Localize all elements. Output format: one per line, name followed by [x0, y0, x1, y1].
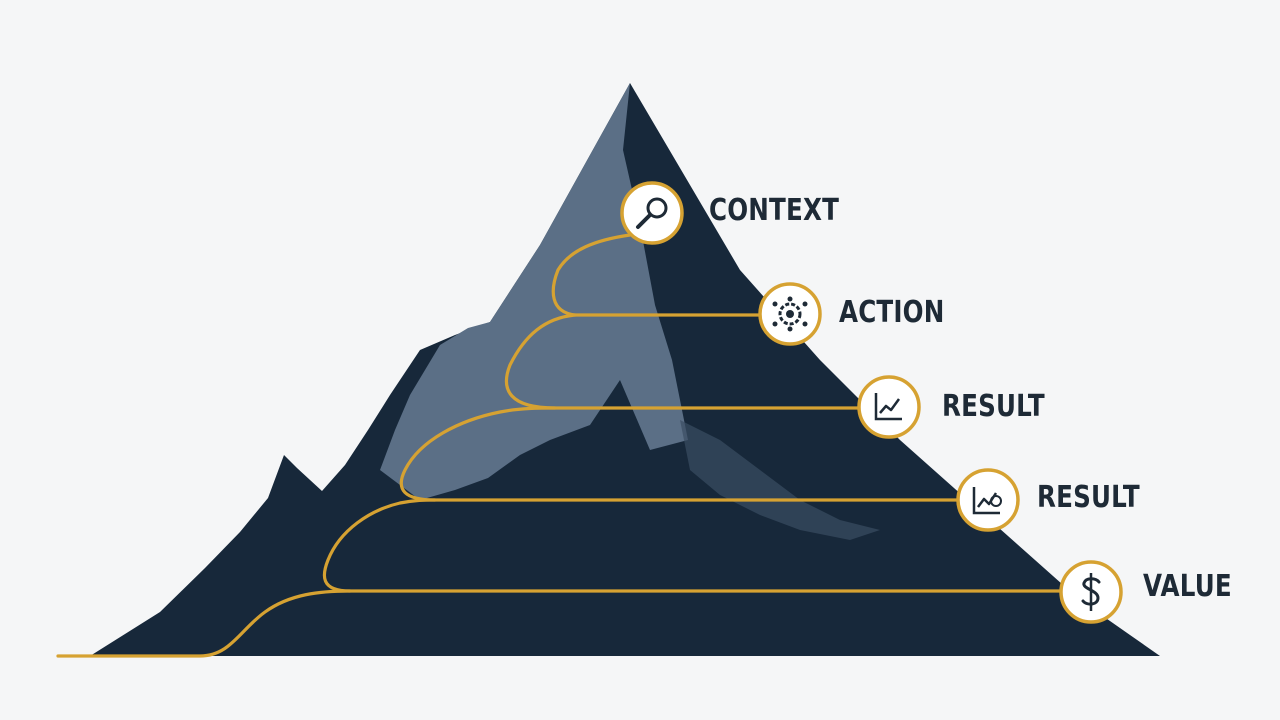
gear-network-icon [758, 282, 822, 346]
stage-label-context: CONTEXT [709, 193, 840, 228]
magnifier-icon [620, 181, 684, 245]
path-level-2 [504, 313, 762, 410]
mountain-mid-face [680, 420, 880, 540]
stage-label-action: ACTION [839, 295, 945, 330]
path-base [56, 589, 1062, 658]
stage-label-result-1: RESULT [942, 389, 1045, 424]
stage-label-result-2: RESULT [1037, 480, 1140, 515]
chart-magnifier-icon [956, 468, 1020, 532]
path-level-3 [399, 406, 862, 502]
path-lines [56, 233, 1062, 658]
path-level-1 [551, 233, 632, 317]
line-chart-icon [857, 375, 921, 439]
dollar-icon [1059, 560, 1123, 624]
stage-label-value: VALUE [1143, 569, 1232, 604]
mountain-light-face [380, 83, 688, 500]
